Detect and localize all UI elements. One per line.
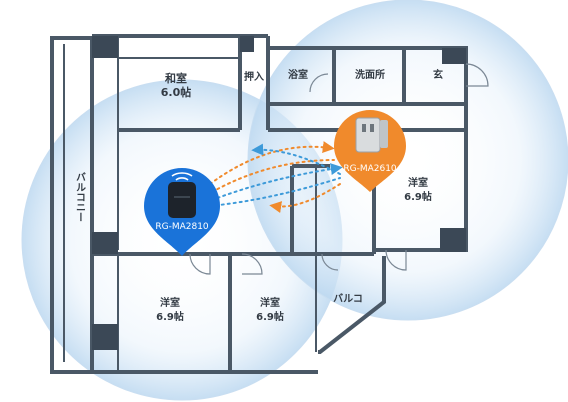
room-name-yoshitsu-s: 洋室: [260, 296, 280, 309]
door-arcs: [189, 63, 489, 275]
room-name-balcony-south: バルコ: [333, 293, 363, 305]
room-size-yoshitsu-east: 6.9帖: [404, 190, 432, 203]
room-name-entrance: 玄: [433, 68, 443, 81]
room-size-washitsu: 6.0帖: [161, 85, 192, 99]
room-name-washroom: 洗面所: [355, 68, 385, 81]
link-orange-3: [269, 183, 341, 214]
device-secondary-label: RG-MA2610: [343, 164, 397, 174]
room-name-yoshitsu-sw: 洋室: [160, 296, 180, 309]
room-size-yoshitsu-s: 6.9帖: [256, 310, 284, 323]
device-secondary[interactable]: RG-MA2610: [334, 110, 406, 192]
router-icon: [168, 172, 196, 218]
room-name-oshiire: 押入: [244, 70, 264, 83]
link-orange-2: [211, 159, 335, 193]
link-blue-3: [251, 143, 341, 175]
link-orange-1: [209, 141, 335, 185]
link-blue-2: [209, 177, 341, 207]
coverage-zone-secondary: [247, 0, 568, 321]
link-blue-1: [211, 163, 343, 201]
device-primary[interactable]: RG-MA2810: [144, 168, 220, 256]
room-size-yoshitsu-sw: 6.9帖: [156, 310, 184, 323]
room-name-bathroom: 浴室: [288, 68, 308, 81]
room-name-balcony-west: バルコニー: [74, 172, 86, 222]
pillars: [92, 36, 466, 350]
room-name-washitsu: 和室: [165, 71, 187, 85]
outlet-router-icon: [355, 117, 388, 153]
wifi-links: [209, 141, 343, 214]
room-name-yoshitsu-east: 洋室: [408, 176, 428, 189]
device-primary-label: RG-MA2810: [155, 222, 209, 232]
